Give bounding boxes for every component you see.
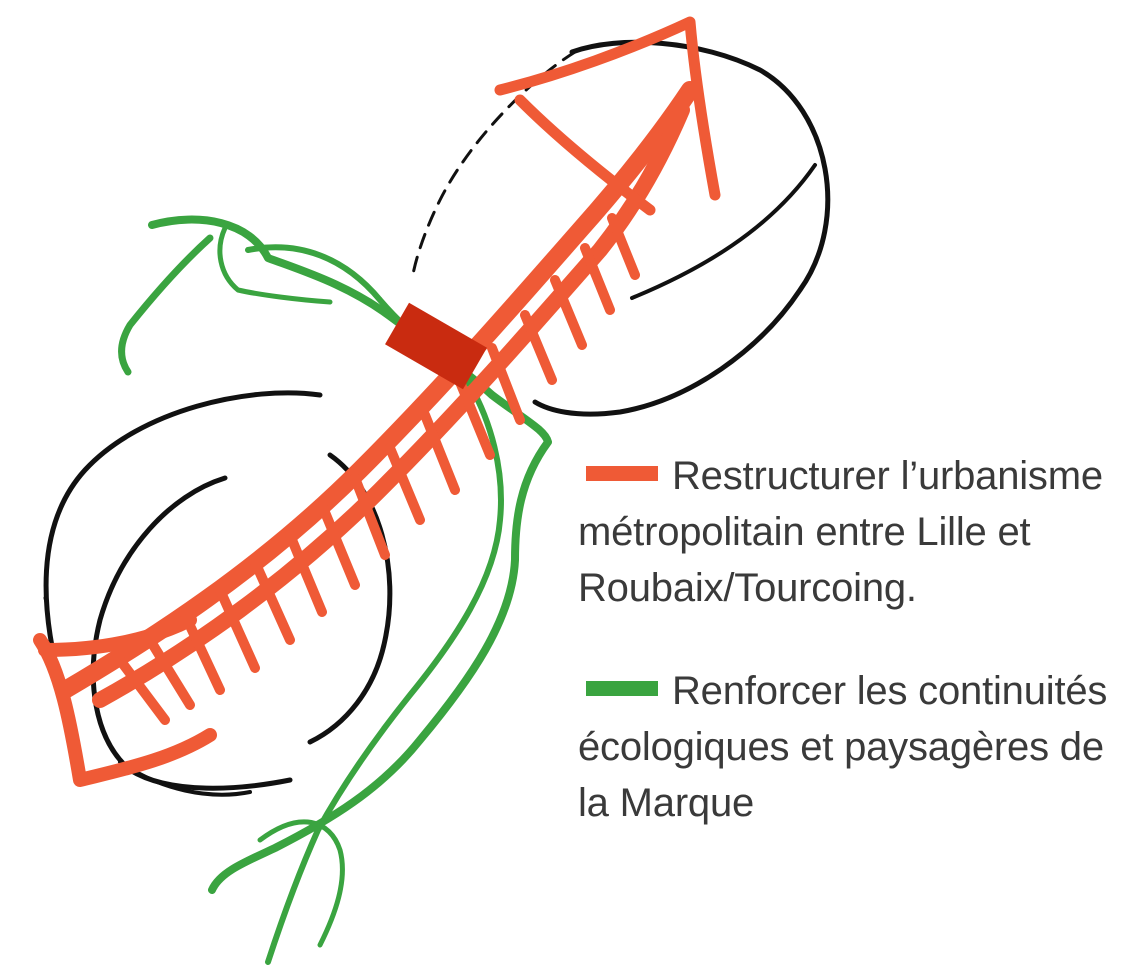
upper-loop-inner-stroke (632, 165, 815, 298)
legend-ecology-line-2: écologiques et paysagères de (578, 719, 1144, 775)
legend-ecology-text-1: Renforcer les continuités (672, 669, 1107, 713)
upper-loop-dashed (412, 52, 575, 280)
legend-urban-text-1: Restructurer l’urbanisme (672, 454, 1103, 498)
legend-ecology-line-3: la Marque (578, 775, 1144, 831)
ecology-strand-4 (220, 228, 330, 302)
legend-ecology-line-1: Renforcer les continuités (578, 663, 1144, 719)
legend-ecology-swatch (586, 681, 658, 696)
legend-ecology: Renforcer les continuités écologiques et… (578, 663, 1144, 831)
legend-urban-swatch (586, 466, 658, 481)
legend-urban-line-3: Roubaix/Tourcoing. (578, 560, 1144, 616)
ecology-strand-2 (122, 238, 211, 372)
legend-urban: Restructurer l’urbanisme métropolitain e… (578, 448, 1144, 616)
legend-urban-line-1: Restructurer l’urbanisme (578, 448, 1144, 504)
ecology-strand-5 (260, 822, 342, 945)
legend-urban-line-2: métropolitain entre Lille et (578, 504, 1144, 560)
